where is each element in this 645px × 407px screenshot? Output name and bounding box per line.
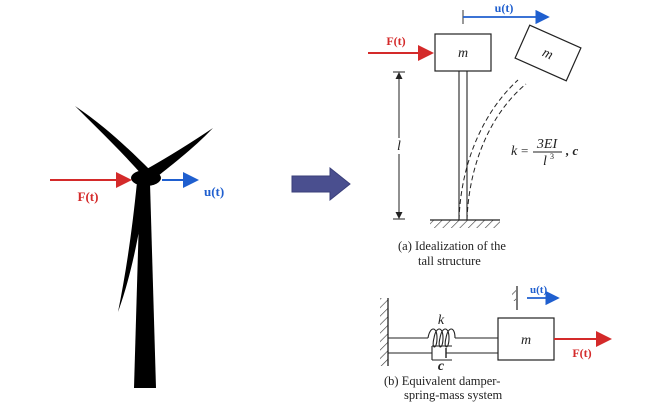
caption-b-line1: (b) Equivalent damper-	[384, 374, 500, 388]
equivalent-damper-label: c	[438, 359, 445, 374]
turbine-displacement-label: u(t)	[204, 184, 224, 199]
structure-displaced-mass-block	[514, 24, 582, 82]
transition-arrow	[291, 166, 351, 202]
turbine-tower	[134, 183, 156, 388]
wind-turbine	[75, 106, 213, 388]
structure-displacement-label: u(t)	[495, 1, 514, 15]
structure-mass-label: m	[458, 46, 468, 61]
turbine-blade-upper-left	[75, 106, 150, 176]
equivalent-mass-label: m	[521, 333, 531, 348]
structure-deflected-column-right	[466, 83, 527, 221]
equivalent-damper-cylinder	[431, 345, 452, 361]
caption-a-line2: tall structure	[418, 254, 481, 268]
stiffness-equals: =	[521, 143, 528, 158]
structure-force-label: F(t)	[386, 34, 405, 48]
turbine-blade-upper-right	[145, 128, 213, 181]
equivalent-wall-hatch	[380, 298, 388, 366]
damping-symbol: , c	[565, 143, 579, 158]
equivalent-reference-hatch	[512, 287, 516, 301]
structure-deflected-column-left	[458, 79, 519, 221]
equivalent-mass-block	[497, 317, 555, 361]
structure-mass-block	[434, 33, 492, 72]
turbine-force-label: F(t)	[78, 189, 99, 204]
stiffness-formula: k = 3EI l 3 , c	[511, 137, 579, 169]
idealized-structure: u(t) F(t) m m l k = 3EI l 3	[368, 1, 582, 268]
caption-a-line1: (a) Idealization of the	[398, 239, 506, 253]
turbine-nacelle	[131, 170, 161, 186]
caption-b-line2: spring-mass system	[404, 388, 503, 402]
equivalent-spring-label: k	[438, 313, 445, 328]
equivalent-system: k c m u(t) F(t) (b) Equivalent damper- s…	[380, 284, 612, 402]
stiffness-denominator-exponent: 3	[550, 152, 554, 161]
equivalent-displacement-label: u(t)	[530, 284, 547, 296]
turbine-blade-lower	[118, 182, 147, 312]
stiffness-denominator: l	[543, 154, 547, 169]
structure-ground-hatch	[430, 220, 500, 228]
equivalent-spring	[427, 328, 456, 348]
stiffness-symbol: k	[511, 144, 518, 159]
length-label: l	[397, 139, 401, 154]
stiffness-numerator: 3EI	[536, 137, 559, 152]
equivalent-force-label: F(t)	[572, 346, 591, 360]
